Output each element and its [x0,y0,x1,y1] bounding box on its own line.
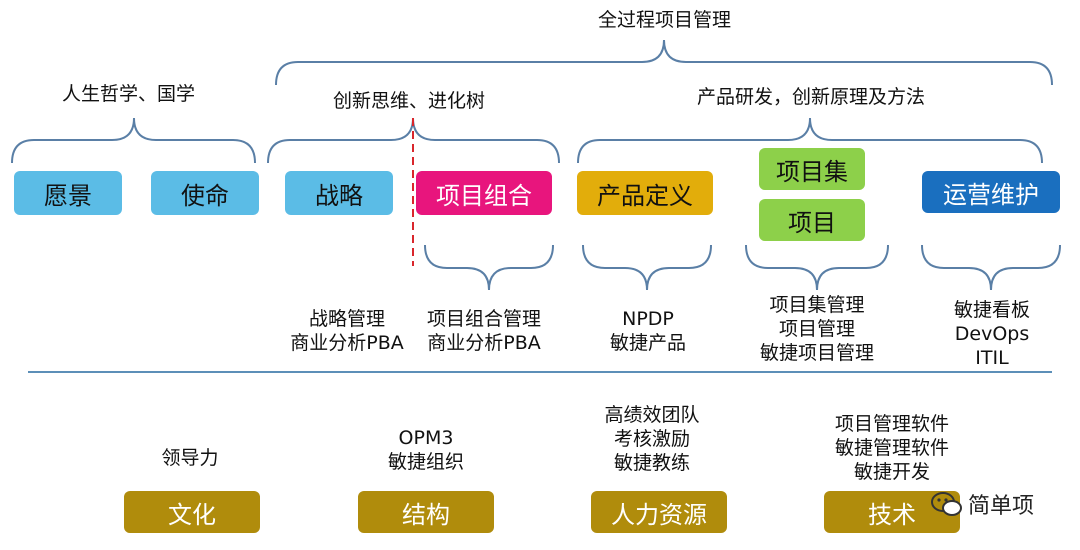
box-product-definition: 产品定义 [577,171,713,215]
box-project: 项目 [759,199,865,241]
note-hr: 高绩效团队考核激励敏捷教练 [604,404,700,474]
brace-philosophy [11,117,256,164]
brace-program-down [745,244,889,291]
brace-product-rd [577,117,1043,164]
brace-overall [275,39,1053,86]
note-portfolio: 项目组合管理商业分析PBA [426,308,541,354]
box-culture: 文化 [124,491,260,533]
brace-portfolio-down [424,244,554,291]
box-program: 项目集 [759,148,865,190]
wechat-logo-icon [931,492,962,516]
note-tech: 项目管理软件敏捷管理软件敏捷开发 [834,413,949,483]
note-strategy: 战略管理商业分析PBA [290,308,404,354]
top-title: 全过程项目管理 [598,9,732,31]
box-structure: 结构 [358,491,494,533]
box-tech: 技术 [824,491,960,533]
note-culture: 领导力 [161,447,219,469]
box-mission: 使命 [151,171,259,215]
watermark-text: 简单项 [968,494,1035,519]
label-product-rd: 产品研发，创新原理及方法 [697,86,926,108]
box-operations: 运营维护 [922,171,1060,213]
brace-operations-down [921,244,1061,291]
label-philosophy: 人生哲学、国学 [62,83,196,105]
box-hr: 人力资源 [591,491,727,533]
brace-product-down [582,244,712,291]
label-innovation: 创新思维、进化树 [333,90,486,112]
box-strategy: 战略 [285,171,393,215]
box-portfolio: 项目组合 [416,171,552,215]
note-program: 项目集管理项目管理敏捷项目管理 [759,294,874,364]
box-vision: 愿景 [14,171,122,215]
